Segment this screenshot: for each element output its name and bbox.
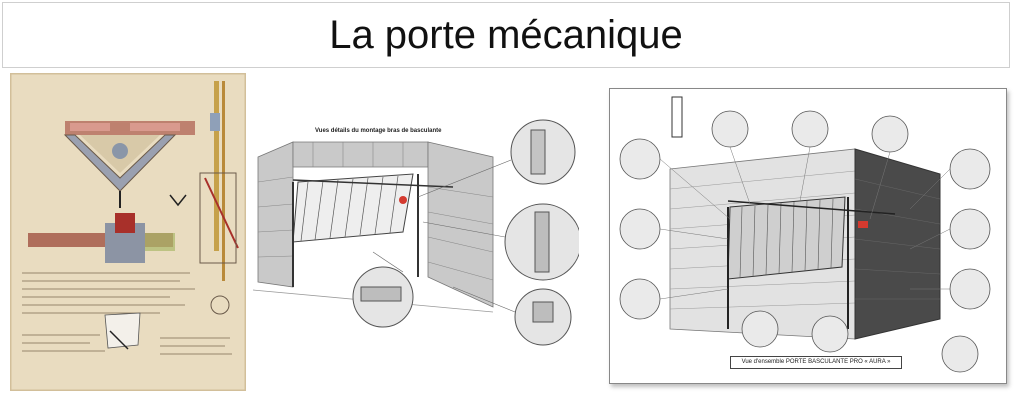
overview-caption: Vue d'ensemble PORTE BASCULANTE PRO « AU…: [730, 356, 902, 369]
manuscript-sketch-icon: [10, 73, 246, 391]
garage-door-overview-drawing-icon: [619, 96, 991, 373]
overview-image: Vue d'ensemble PORTE BASCULANTE PRO « AU…: [609, 88, 1007, 384]
slide-title: La porte mécanique: [329, 12, 683, 57]
title-bar: La porte mécanique: [2, 2, 1010, 68]
detail-views-caption: Vues détails du montage bras de basculan…: [315, 128, 442, 134]
detail-views-image: Vues détails du montage bras de basculan…: [253, 112, 579, 347]
manuscript-image: [10, 73, 246, 391]
garage-door-detail-drawing-icon: [253, 119, 579, 346]
